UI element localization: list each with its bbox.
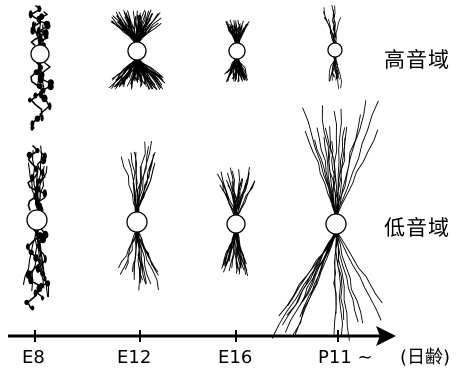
neuron-p11-low (272, 101, 382, 341)
age-label-e8: E8 (22, 349, 45, 367)
neuron-e8-low (24, 146, 51, 311)
low-frequency-label: 低音域 (384, 218, 450, 239)
neuron-e16-low (218, 168, 255, 276)
neuron-e12-high (109, 10, 165, 89)
age-label-e16: E16 (218, 349, 252, 367)
age-label-e12: E12 (117, 349, 151, 367)
time-axis (8, 326, 396, 346)
neuron-p11-high (323, 5, 342, 88)
neuron-e12-low (119, 141, 159, 290)
high-frequency-label: 高音域 (384, 50, 450, 71)
neuron-e16-high (225, 20, 250, 82)
age-label-p11: P11 ~ (318, 349, 373, 367)
neuron-e8-high (28, 5, 54, 130)
age-unit-label: (日齢) (400, 349, 450, 367)
